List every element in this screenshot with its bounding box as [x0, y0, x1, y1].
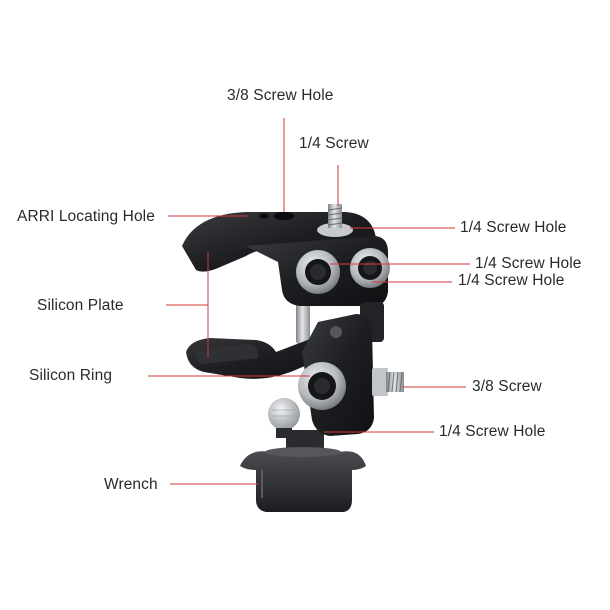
top-quarter-screw [317, 204, 353, 237]
label-38-screw-hole: 3/8 Screw Hole [227, 87, 334, 104]
label-wrench: Wrench [104, 476, 158, 493]
label-14-screw-hole-b: 1/4 Screw Hole [475, 255, 582, 272]
label-14-screw-hole-a: 1/4 Screw Hole [460, 219, 567, 236]
label-silicon-plate: Silicon Plate [37, 297, 124, 314]
label-14-screw-hole-c: 1/4 Screw Hole [458, 272, 565, 289]
label-14-screw-hole-d: 1/4 Screw Hole [439, 423, 546, 440]
label-38-screw: 3/8 Screw [472, 378, 542, 395]
label-arri-locating-hole: ARRI Locating Hole [17, 208, 155, 225]
leader-lines [148, 118, 470, 485]
label-14-screw-top: 1/4 Screw [299, 135, 369, 152]
side-38-screw [372, 368, 404, 396]
wrench-part [240, 430, 366, 512]
guide-pin [296, 300, 310, 344]
tension-knob [268, 398, 300, 430]
label-silicon-ring: Silicon Ring [29, 367, 113, 384]
